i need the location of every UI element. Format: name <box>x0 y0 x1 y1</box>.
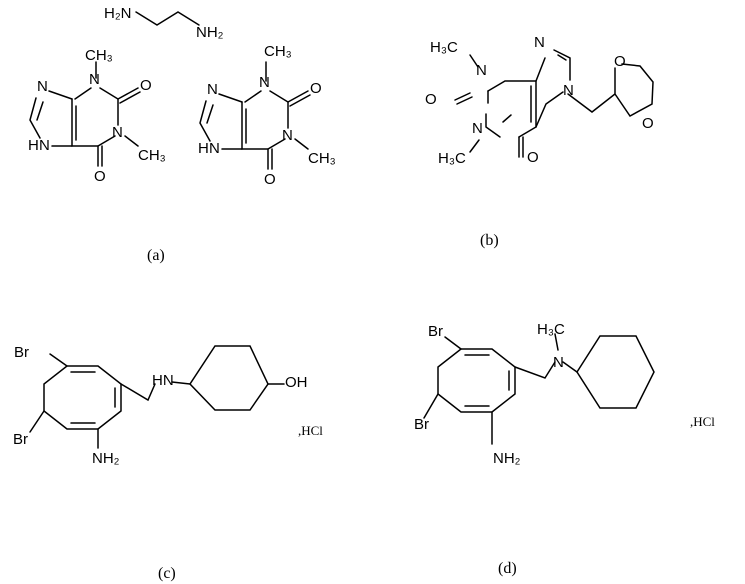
atom-br: Br <box>428 323 443 340</box>
atom-o: O <box>94 168 106 185</box>
atom-nh2: NH₂ <box>92 450 120 467</box>
ambroxol: Br Br NH₂ HN OH <box>13 344 308 467</box>
atom-o: O <box>264 171 276 188</box>
atom-n: N <box>534 34 545 51</box>
atom-oh: OH <box>285 374 308 391</box>
atom-n: N <box>472 120 483 137</box>
atom-n: N <box>282 127 293 144</box>
atom-n: N <box>476 62 487 79</box>
atom-o: O <box>614 53 626 70</box>
salt-label-c: ,HCl <box>298 423 323 438</box>
atom-br: Br <box>13 431 28 448</box>
atom-n: N <box>209 140 220 157</box>
caption-d: (d) <box>498 560 517 577</box>
atom-ch3: CH₃ <box>138 147 166 164</box>
atom-hn: HN <box>152 372 174 389</box>
atom-o: O <box>425 91 437 108</box>
salt-label-d: ,HCl <box>690 414 715 429</box>
atom-ch3: CH₃ <box>85 47 113 64</box>
atom-o: O <box>527 149 539 166</box>
atom-n: N <box>89 71 100 88</box>
atom-nh2: NH₂ <box>493 450 521 467</box>
atom-h3c: H₃C <box>537 321 565 338</box>
atom-h: H <box>198 140 209 157</box>
atom-o: O <box>140 77 152 94</box>
caption-c: (c) <box>158 565 176 582</box>
atom-n: N <box>207 81 218 98</box>
doxofylline: N N N N O O O O H₃C H₃C <box>425 34 654 167</box>
atom-br: Br <box>414 416 429 433</box>
atom-o: O <box>310 80 322 97</box>
atom-h2n: H₂N <box>104 5 132 22</box>
atom-h3c: H₃C <box>438 150 466 167</box>
atom-o: O <box>642 115 654 132</box>
ethylenediamine: H₂N NH₂ <box>104 5 224 41</box>
atom-n: N <box>37 78 48 95</box>
caption-b: (b) <box>480 232 499 249</box>
theophylline-1: N N N H N O O CH₃ CH₃ <box>28 47 166 185</box>
atom-ch3: CH₃ <box>264 43 292 60</box>
atom-n: N <box>39 137 50 154</box>
atom-h: H <box>28 137 39 154</box>
atom-h3c: H₃C <box>430 39 458 56</box>
atom-br: Br <box>14 344 29 361</box>
bromhexine: Br Br NH₂ N H₃C <box>414 321 655 467</box>
atom-n: N <box>259 74 270 91</box>
atom-n: N <box>563 82 574 99</box>
atom-nh2: NH₂ <box>196 24 224 41</box>
atom-n: N <box>553 354 564 371</box>
theophylline-2: N N N H N O O CH₃ CH₃ <box>198 43 336 188</box>
caption-a: (a) <box>147 247 165 264</box>
atom-ch3: CH₃ <box>308 150 336 167</box>
atom-n: N <box>112 124 123 141</box>
